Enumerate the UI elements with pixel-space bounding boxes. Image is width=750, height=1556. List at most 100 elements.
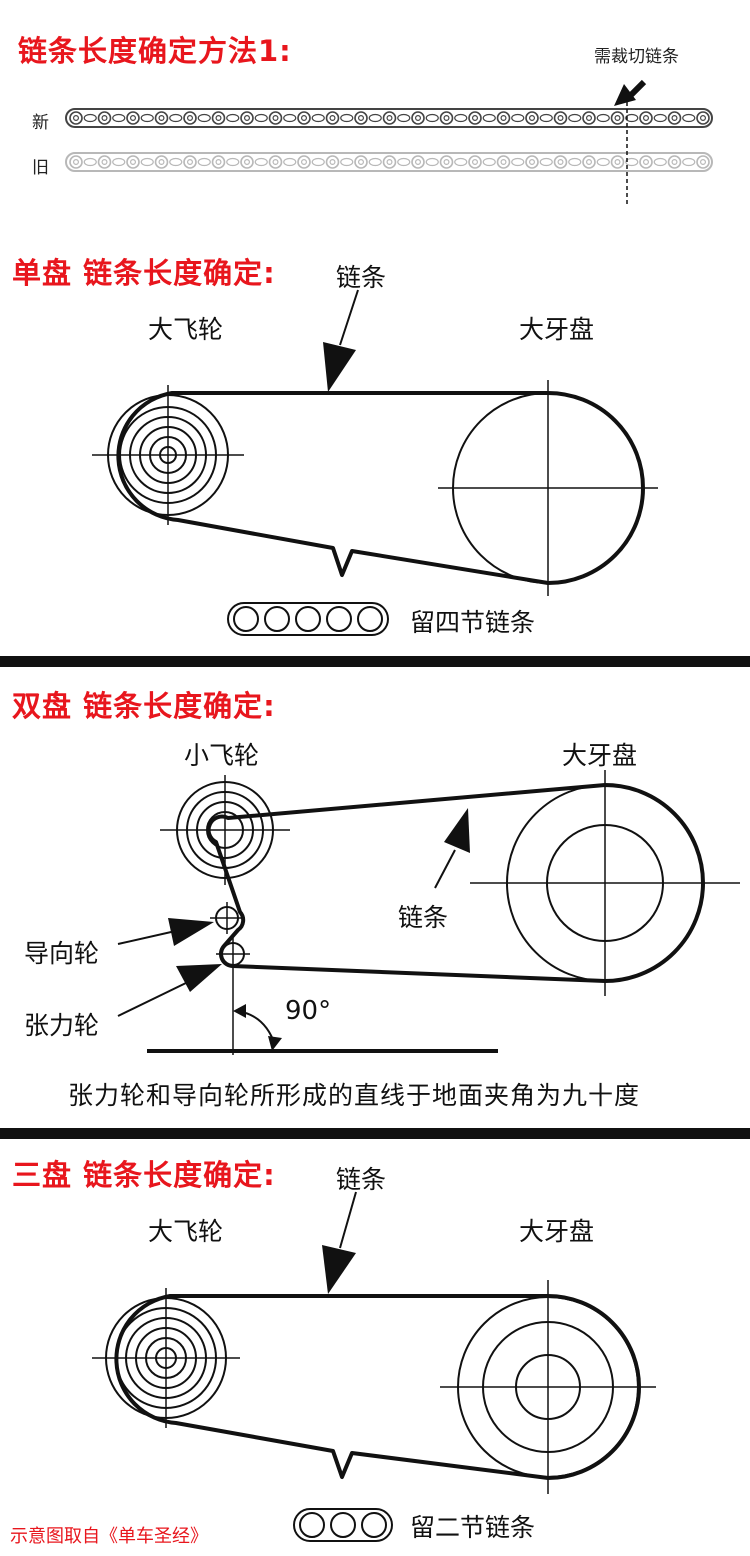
chain-pin — [386, 159, 393, 166]
chain-pin — [358, 159, 365, 166]
chain-plate — [368, 157, 382, 167]
chain-plate — [254, 113, 268, 123]
chain-pin — [130, 159, 137, 166]
chain-plate — [397, 113, 411, 123]
method1-title: 链条长度确定方法1: — [18, 34, 292, 68]
chain-roller — [69, 111, 83, 125]
guide-pulley — [210, 902, 244, 934]
chain-roller — [610, 155, 625, 169]
chain-roller — [439, 111, 454, 125]
chain-plate — [596, 157, 610, 167]
chain-roller — [639, 111, 653, 125]
double-diagram — [117, 770, 740, 1055]
chain-roller — [211, 111, 226, 125]
single-keep-label: 留四节链条 — [410, 608, 536, 637]
chain-roller — [154, 155, 169, 169]
chain-roller — [97, 155, 112, 169]
chain-roller — [382, 111, 397, 125]
link-roller — [330, 1512, 356, 1538]
chain-plate — [482, 113, 496, 123]
chain-roller — [525, 111, 539, 125]
chain-roller — [639, 155, 653, 169]
tension-pulley-label: 张力轮 — [24, 1011, 100, 1040]
triple-cog — [92, 1288, 240, 1428]
chain-roller — [297, 155, 311, 169]
chain-plate — [83, 113, 97, 123]
single-chain-arrow-icon — [323, 289, 359, 392]
chain-pin — [557, 114, 564, 121]
chain-roller — [696, 111, 710, 125]
chain-pin — [671, 114, 678, 121]
chain-pin — [272, 159, 279, 166]
chain-roller — [354, 155, 368, 169]
double-caption: 张力轮和导向轮所形成的直线于地面夹角为九十度 — [68, 1081, 641, 1110]
chain-pin — [158, 159, 165, 166]
chain-plate — [226, 113, 240, 123]
chain-plate — [283, 157, 297, 167]
chain-plate — [482, 157, 496, 167]
method1-diagram — [65, 79, 713, 205]
triple-title: 三盘 链条长度确定: — [12, 1158, 276, 1192]
chain-roller — [582, 155, 596, 169]
double-chain-arrow-icon — [434, 808, 470, 889]
chain-roller — [126, 155, 140, 169]
chain-pin — [301, 114, 308, 121]
chain-pin — [244, 114, 251, 121]
angle-arrow-icon — [268, 1036, 282, 1051]
link-roller — [326, 606, 352, 632]
chain-pin — [671, 159, 678, 166]
chain-pin — [585, 159, 592, 166]
link-roller — [295, 606, 321, 632]
double-chain-loop — [206, 783, 705, 983]
chain-roller — [126, 111, 140, 125]
chain-roller — [325, 155, 340, 169]
chain-plate — [140, 157, 154, 167]
chain-roller — [325, 111, 340, 125]
chain-plate — [511, 157, 525, 167]
double-ring-label: 大牙盘 — [562, 741, 638, 770]
chain-plate — [511, 113, 525, 123]
triple-chain-arrow-icon — [322, 1191, 357, 1294]
single-title: 单盘 链条长度确定: — [12, 256, 276, 290]
chain-roller — [439, 155, 454, 169]
credit-text: 示意图取自《单车圣经》 — [10, 1526, 208, 1547]
chain-pin — [528, 114, 535, 121]
old-chain — [65, 152, 713, 172]
chain-pin — [500, 114, 507, 121]
chain-roller — [696, 155, 710, 169]
single-keep-links — [227, 602, 389, 636]
chain-pin — [72, 159, 79, 166]
chain-plate — [682, 113, 696, 123]
chain-roller — [496, 111, 511, 125]
chain-plate — [340, 157, 354, 167]
triple-keep-links — [293, 1508, 393, 1542]
guide-arrow-icon — [117, 918, 214, 946]
chain-pin — [130, 114, 137, 121]
chain-pin — [472, 114, 479, 121]
chain-roller — [211, 155, 226, 169]
single-chain-label: 链条 — [336, 263, 387, 292]
chain-roller — [553, 155, 568, 169]
chain-roller — [240, 155, 254, 169]
link-roller — [357, 606, 383, 632]
double-title: 双盘 链条长度确定: — [12, 689, 276, 723]
chain-roller — [582, 111, 596, 125]
chain-roller — [553, 111, 568, 125]
angle-arrow-top-icon — [233, 1004, 246, 1018]
chain-pin — [386, 114, 393, 121]
chain-pin — [443, 114, 450, 121]
link-outline — [227, 602, 389, 636]
chain-pin — [614, 159, 621, 166]
chain-plate — [682, 157, 696, 167]
chain-plate — [197, 113, 211, 123]
single-cog — [92, 385, 244, 525]
triple-chain-label: 链条 — [336, 1165, 387, 1194]
chain-plate — [169, 157, 183, 167]
chain-plate — [596, 113, 610, 123]
chain-pin — [415, 159, 422, 166]
chain-plate — [169, 113, 183, 123]
double-chain-label: 链条 — [398, 903, 449, 932]
chain-pin — [443, 159, 450, 166]
chain-roller — [268, 155, 283, 169]
